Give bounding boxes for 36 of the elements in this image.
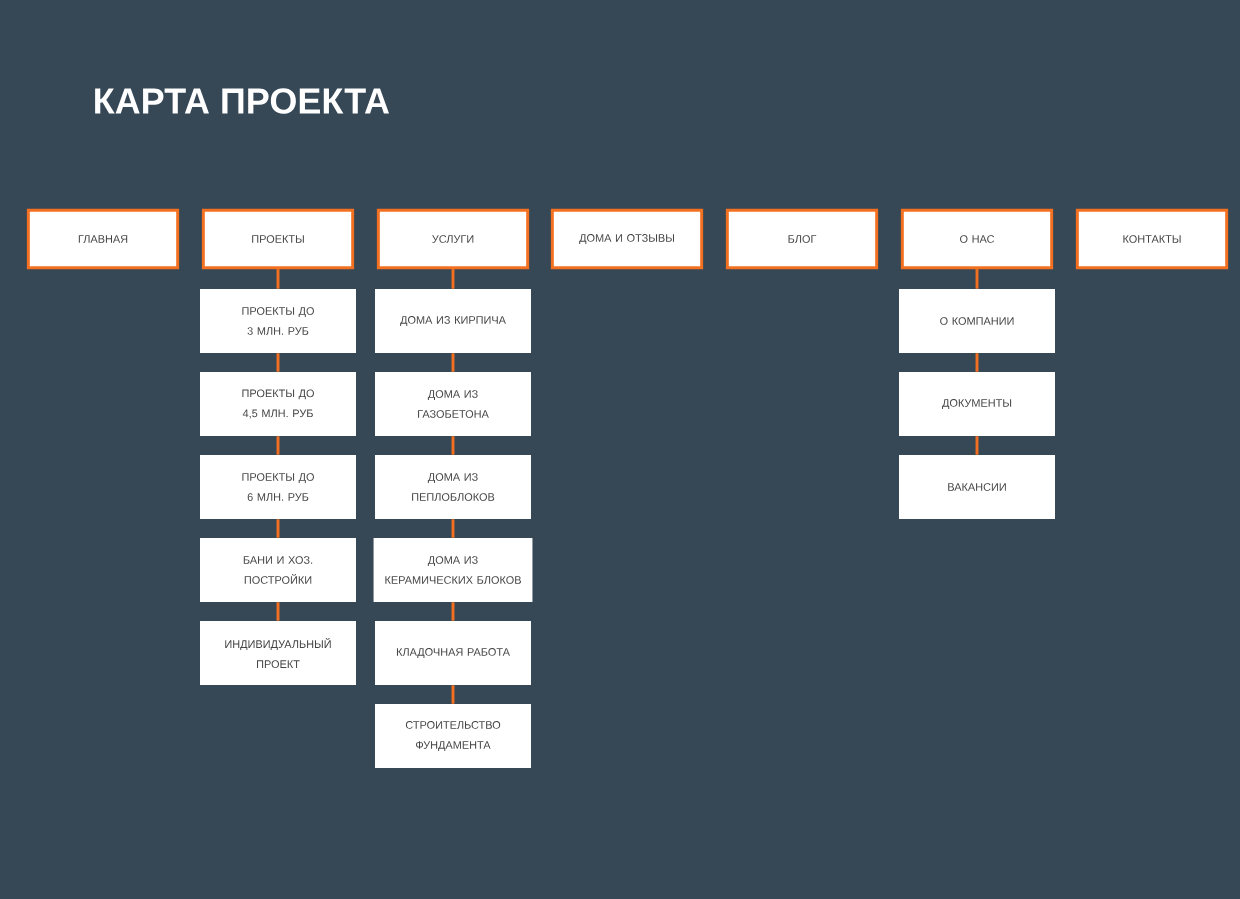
submenu-box: БАНИ И ХОЗ. ПОСТРОЙКИ	[200, 538, 356, 602]
connector-line	[276, 353, 280, 372]
submenu-box: КЛАДОЧНАЯ РАБОТА	[375, 621, 531, 685]
connector-line	[451, 685, 455, 704]
menu-box: УСЛУГИ	[376, 208, 530, 270]
connector-line	[975, 436, 979, 455]
menu-box: КОНТАКТЫ	[1075, 208, 1229, 270]
submenu-box: ПРОЕКТЫ ДО 6 МЛН. РУБ	[200, 455, 356, 519]
submenu-box: ПРОЕКТЫ ДО 4,5 МЛН. РУБ	[200, 372, 356, 436]
connector-line	[276, 436, 280, 455]
connector-line	[451, 269, 455, 289]
menu-box: ДОМА И ОТЗЫВЫ	[550, 208, 704, 270]
submenu-box: ПРОЕКТЫ ДО 3 МЛН. РУБ	[200, 289, 356, 353]
connector-line	[451, 602, 455, 621]
submenu-box: ДОМА ИЗ ПЕПЛОБЛОКОВ	[375, 455, 531, 519]
connector-line	[975, 269, 979, 289]
connector-line	[276, 269, 280, 289]
connector-line	[975, 353, 979, 372]
submenu-box: О КОМПАНИИ	[899, 289, 1055, 353]
connector-line	[451, 436, 455, 455]
connector-line	[276, 519, 280, 538]
submenu-box: ИНДИВИДУАЛЬНЫЙ ПРОЕКТ	[200, 621, 356, 685]
title: КАРТА ПРОЕКТА	[95, 88, 389, 114]
connector-line	[451, 353, 455, 372]
submenu-box: СТРОИТЕЛЬСТВО ФУНДАМЕНТА	[375, 704, 531, 768]
connector-line	[451, 519, 455, 538]
submenu-box: ДОМА ИЗ КИРПИЧА	[375, 289, 531, 353]
submenu-box: ДОМА ИЗ ГАЗОБЕТОНА	[375, 372, 531, 436]
menu-box: О НАС	[900, 208, 1054, 270]
menu-box: БЛОГ	[725, 208, 879, 270]
submenu-box: ДОКУМЕНТЫ	[899, 372, 1055, 436]
menu-box: ПРОЕКТЫ	[201, 208, 355, 270]
submenu-box: ВАКАНСИИ	[899, 455, 1055, 519]
menu-box: ГЛАВНАЯ	[26, 208, 180, 270]
connector-line	[276, 602, 280, 621]
submenu-box: ДОМА ИЗ КЕРАМИЧЕСКИХ БЛОКОВ	[373, 538, 533, 602]
